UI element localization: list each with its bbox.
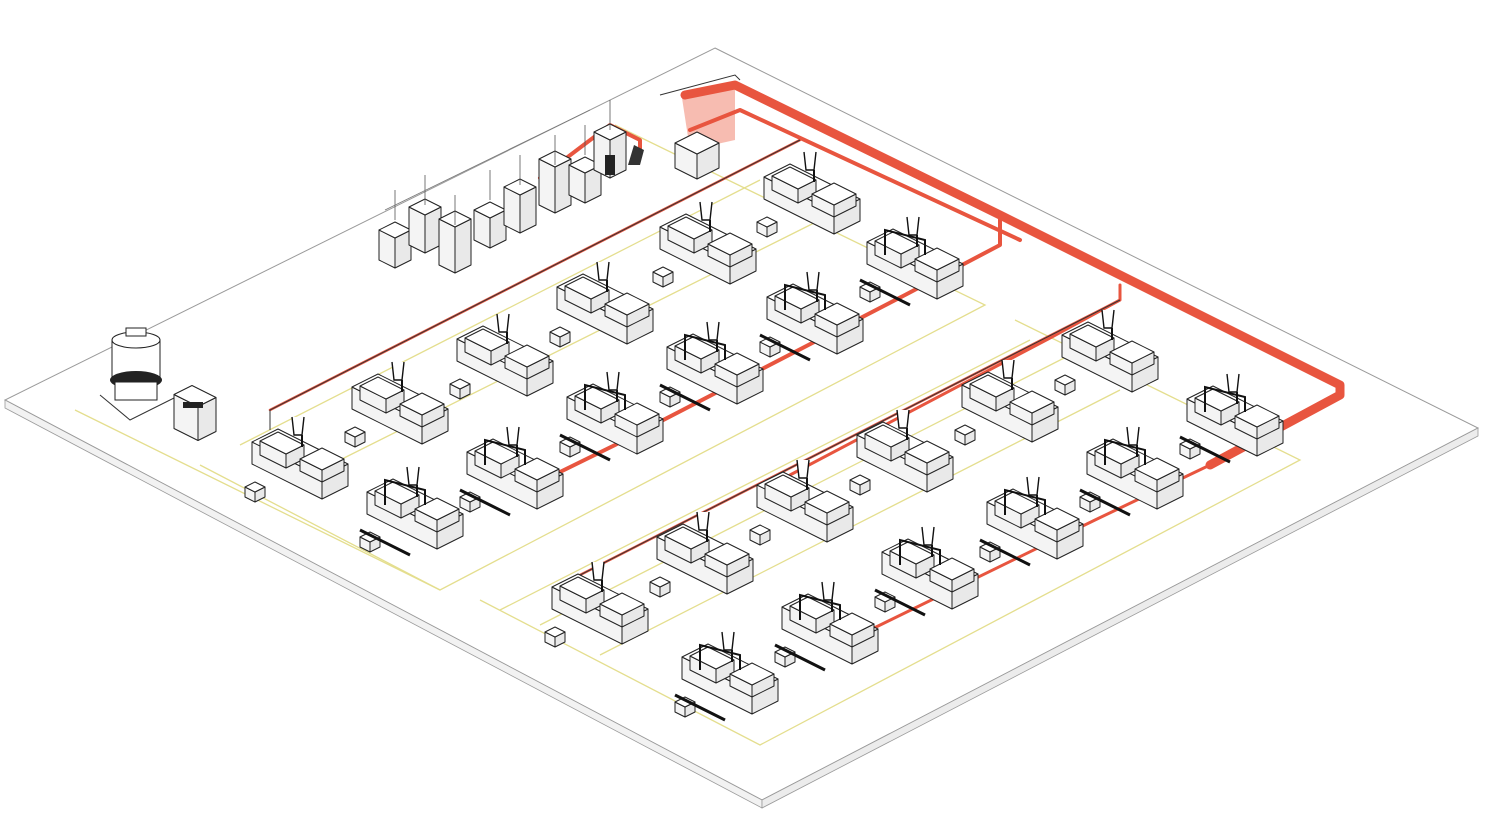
hopper-icon <box>1001 359 1015 379</box>
hopper-icon <box>291 416 305 436</box>
hopper-icon <box>706 321 720 341</box>
injection-molding-machine <box>849 409 954 496</box>
injection-molding-machine <box>756 151 861 238</box>
injection-molding-machine <box>244 416 349 503</box>
injection-molding-machine <box>954 359 1059 446</box>
hopper-icon <box>406 466 420 486</box>
injection-molding-machine-with-robot <box>859 216 964 307</box>
injection-molding-machine <box>749 459 854 546</box>
conveyor <box>759 333 811 362</box>
conveyor <box>874 588 926 617</box>
signal-line <box>659 74 741 96</box>
robot-arm-icon <box>699 643 741 670</box>
injection-molding-machine <box>1054 309 1159 396</box>
hopper-icon <box>496 313 510 333</box>
injection-molding-machine-with-robot <box>559 371 664 462</box>
conveyor <box>979 538 1031 567</box>
chiller <box>173 385 217 441</box>
signal-line <box>269 139 801 430</box>
hopper-icon <box>921 526 935 546</box>
injection-molding-machine <box>649 511 754 598</box>
injection-molding-machine-with-robot <box>759 271 864 362</box>
hopper-icon <box>696 511 710 531</box>
robot-arm-icon <box>1004 488 1046 515</box>
robot-arm-icon <box>484 438 526 465</box>
cooling-tower <box>110 327 162 401</box>
robot-arm-icon <box>584 383 626 410</box>
zone-line <box>479 319 1302 746</box>
hopper-icon <box>796 459 810 479</box>
branch-pipe-top <box>688 108 1022 242</box>
hopper-icon <box>906 216 920 236</box>
hopper-icon <box>721 631 735 651</box>
hopper-icon <box>606 371 620 391</box>
conveyor <box>1179 435 1231 464</box>
conveyor <box>774 643 826 672</box>
hopper-icon <box>699 201 713 221</box>
floor-platform <box>3 47 1480 809</box>
robot-arm-icon <box>1204 385 1246 412</box>
robot-arm-icon <box>684 333 726 360</box>
conveyor <box>559 433 611 462</box>
conveyor <box>1079 488 1131 517</box>
conveyor <box>459 488 511 517</box>
injection-molding-machine-with-robot <box>874 526 979 617</box>
conveyor <box>659 383 711 412</box>
hopper-icon <box>1226 373 1240 393</box>
injection-molding-machine-with-robot <box>659 321 764 412</box>
injection-molding-machine <box>544 561 649 648</box>
robot-arm-icon <box>884 228 926 255</box>
central-control-unit <box>674 131 720 180</box>
injection-molding-machine-with-robot <box>1179 373 1284 464</box>
conveyor <box>674 693 726 722</box>
robot-arm-icon <box>384 478 426 505</box>
loader-motor <box>628 145 644 165</box>
dryer-loader-cluster <box>378 100 644 274</box>
injection-molding-machine-with-robot <box>979 476 1084 567</box>
conveyor <box>859 278 911 307</box>
hopper-icon <box>821 581 835 601</box>
floor-side-right <box>761 427 1479 809</box>
machines <box>110 100 1284 722</box>
hopper-icon <box>506 426 520 446</box>
injection-molding-machine-with-robot <box>774 581 879 672</box>
injection-molding-machine-with-robot <box>459 426 564 517</box>
hopper-icon <box>803 151 817 171</box>
signal-line <box>99 394 181 421</box>
injection-molding-machine-with-robot <box>1079 426 1184 517</box>
injection-molding-machine-with-robot <box>359 466 464 557</box>
conveyor <box>359 528 411 557</box>
robot-arm-icon <box>784 283 826 310</box>
injection-molding-machine-with-robot <box>674 631 779 722</box>
hopper-icon <box>391 361 405 381</box>
injection-molding-machine <box>652 201 757 288</box>
hopper-icon <box>591 561 605 581</box>
injection-molding-machine <box>549 261 654 348</box>
vacuum-pump <box>605 155 615 175</box>
robot-arm-icon <box>1104 438 1146 465</box>
hopper-icon <box>1101 309 1115 329</box>
hopper-icon <box>1126 426 1140 446</box>
hopper-icon <box>806 271 820 291</box>
zone-line <box>499 339 1031 611</box>
zone-line <box>199 464 441 591</box>
hopper-icon <box>896 409 910 429</box>
hopper-icon <box>596 261 610 281</box>
robot-arm-icon <box>799 593 841 620</box>
robot-arm-icon <box>899 538 941 565</box>
injection-molding-machine <box>449 313 554 400</box>
injection-molding-machine <box>344 361 449 448</box>
hopper-icon <box>1026 476 1040 496</box>
